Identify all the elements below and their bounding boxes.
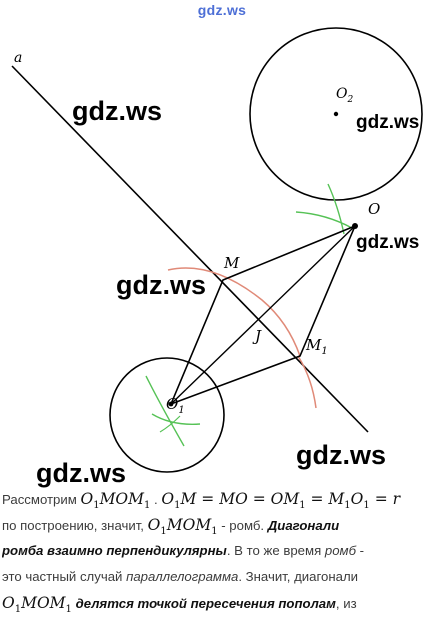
- watermark: gdz.ws: [356, 232, 420, 253]
- watermark: gdz.ws: [296, 440, 387, 470]
- watermark: gdz.ws: [72, 96, 163, 126]
- label-o2: O2: [336, 86, 353, 105]
- circle-o2: [249, 27, 423, 201]
- site-header[interactable]: gdz.ws: [197, 2, 247, 18]
- text-line-4: это частный случай параллелограмма. Знач…: [2, 569, 359, 584]
- green-arc-o1-1: [145, 375, 185, 447]
- watermark: gdz.ws: [36, 458, 127, 488]
- point-o1: [168, 401, 174, 407]
- green-arc-o1-2: [151, 413, 201, 425]
- math-rhombus-name: O1MOM1: [147, 516, 218, 538]
- text-line-5: O1MOM1 делятся точкой пересечения попола…: [2, 594, 357, 616]
- label-a: a: [14, 50, 22, 66]
- label-o: O: [368, 200, 380, 218]
- text-line-1: Рассмотрим O1MOM1 . O1M = MO = OM1 = M1O…: [2, 490, 401, 512]
- text-line-2: по построению, значит, O1MOM1 - ромб. Ди…: [2, 516, 340, 538]
- watermark: gdz.ws: [356, 112, 420, 133]
- math-rhombus-name: O1MOM1: [2, 594, 72, 616]
- label-m: M: [223, 254, 240, 272]
- circle-o1: [109, 357, 225, 473]
- green-arc-o1-3: [159, 415, 181, 433]
- solution-text: Рассмотрим O1MOM1 . O1M = MO = OM1 = M1O…: [2, 486, 442, 616]
- watermark: gdz.ws: [116, 270, 207, 300]
- label-j: J: [252, 327, 262, 345]
- pink-arc-m: [167, 267, 301, 357]
- label-m1: M1: [305, 336, 328, 357]
- math-equal-sides: O1M = MO = OM1 = M1O1 = r: [161, 490, 401, 512]
- geometry-figure: a O2 O M J M1 O1: [11, 27, 423, 473]
- diagonal-o1-o: [170, 225, 356, 405]
- green-arc-o-2: [327, 183, 345, 235]
- line-a: [11, 65, 369, 433]
- point-o: [352, 223, 358, 229]
- math-rhombus-name: O1MOM1: [80, 490, 151, 512]
- label-o1: O1: [166, 395, 185, 416]
- point-o2: [333, 111, 339, 117]
- pink-arc-m1: [297, 355, 317, 409]
- green-arc-o-1: [295, 211, 353, 229]
- text-line-3: ромба взаимно перпендикулярны. В то же в…: [2, 543, 365, 558]
